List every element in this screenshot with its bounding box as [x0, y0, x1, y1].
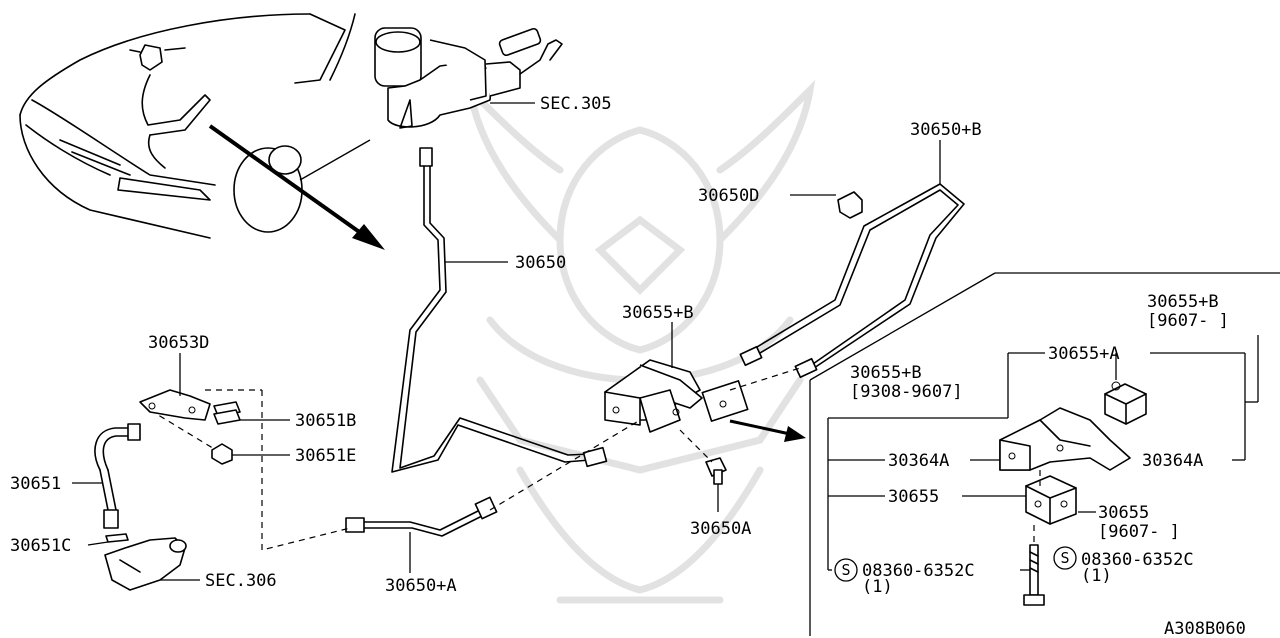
label-sec-305: SEC.305 — [540, 94, 612, 114]
label-30650-plus-a: 30650+A — [385, 576, 457, 596]
inset-bolt — [1023, 525, 1045, 606]
hose-bracket-assembly — [72, 353, 290, 591]
inset-bracket-30364a — [999, 407, 1131, 471]
inset-label-30655-a: 30655+A — [1048, 344, 1120, 364]
label-30650-b: 30650+B — [910, 120, 982, 140]
inset-label-range-9607: [9607- ] — [1147, 311, 1229, 331]
clip-30650d — [790, 191, 863, 219]
inset-arrow — [729, 419, 806, 442]
label-30651c: 30651C — [10, 536, 71, 556]
clutch-master-cylinder — [374, 27, 563, 129]
inset-label-bolt-right-qty: (1) — [1081, 566, 1112, 586]
s-mark-left: S — [841, 561, 850, 579]
inset-block-30655a — [1104, 381, 1147, 425]
label-30650d: 30650D — [698, 186, 759, 206]
s-mark-right: S — [1060, 549, 1069, 567]
inset-label-bolt-right: 08360-6352C — [1081, 550, 1194, 570]
pipe-30650-b — [739, 140, 965, 379]
inset-label-30655-left: 30655 — [888, 487, 939, 507]
vehicle-location-illustration — [19, 13, 371, 239]
inset-label-30364a-right: 30364A — [1142, 451, 1203, 471]
inset-bolt-callout-right: S 08360-6352C (1) — [1053, 546, 1194, 586]
label-30650a: 30650A — [690, 519, 751, 539]
inset-leader-lines — [827, 335, 1259, 571]
pipe-30650-a — [345, 496, 498, 573]
inset-label-bolt-left: 08360-6352C — [862, 561, 975, 581]
label-30651b: 30651B — [295, 411, 356, 431]
inset-label-30655-b-left: 30655+B — [850, 363, 922, 383]
label-30651: 30651 — [10, 474, 61, 494]
inset-label-30364a-left: 30364A — [888, 451, 949, 471]
inset-label-range-9607-right: [9607- ] — [1098, 522, 1180, 542]
inset-label-30655-b-top: 30655+B — [1147, 292, 1219, 312]
label-sec-306: SEC.306 — [205, 571, 277, 591]
inset-label-bolt-left-qty: (1) — [862, 577, 893, 597]
assembly-dashed-lines — [149, 367, 801, 551]
label-30655-b: 30655+B — [622, 303, 694, 323]
watermark-logo — [464, 79, 816, 604]
pipe-30650 — [391, 147, 608, 473]
label-30650: 30650 — [515, 253, 566, 273]
inset-block-30655 — [1025, 470, 1077, 525]
joint-30655-b — [604, 322, 749, 433]
bolt-30650a — [705, 457, 727, 512]
diagram-id: A308B060 — [1164, 619, 1246, 638]
location-arrow — [208, 124, 385, 250]
inset-frame — [809, 272, 1280, 636]
label-30653d: 30653D — [148, 333, 209, 353]
label-30651e: 30651E — [295, 446, 356, 466]
inset-label-30655-right: 30655 — [1098, 503, 1149, 523]
inset-bolt-callout-left: S 08360-6352C (1) — [834, 558, 975, 597]
inset-label-range-9308-9607: [9308-9607] — [850, 382, 963, 402]
